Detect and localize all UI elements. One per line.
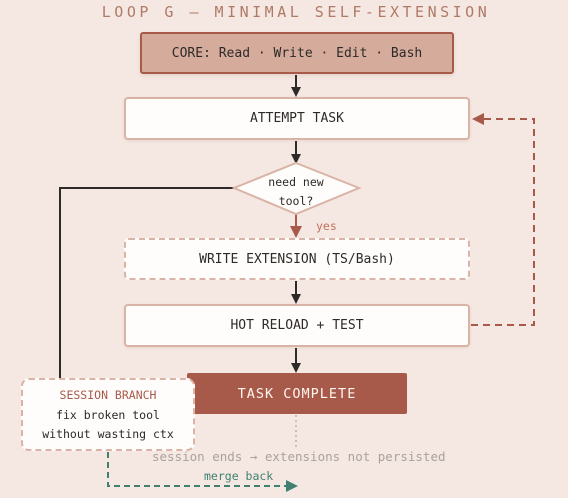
decision-label-line2: tool?: [278, 194, 314, 208]
decision-label: need new tool?: [255, 173, 337, 211]
core-node: CORE: Read · Write · Edit · Bash: [140, 32, 454, 74]
decision-label-line1: need new: [268, 175, 324, 189]
merge-back-label: merge back: [204, 469, 274, 483]
decision-diamond: [231, 161, 362, 216]
session-branch-node: SESSION BRANCH fix broken tool without w…: [21, 378, 195, 451]
session-branch-title: SESSION BRANCH: [59, 387, 157, 402]
edge-merge-back: [107, 452, 298, 492]
session-branch-line2: without wasting ctx: [42, 426, 174, 441]
yes-label: yes: [316, 219, 337, 233]
session-ends-label: session ends → extensions not persisted: [152, 449, 446, 464]
hot-reload-node: HOT RELOAD + TEST: [124, 304, 470, 347]
edge-retry-loop: [471, 113, 535, 326]
edge-decision-no: [59, 187, 236, 395]
write-extension-node: WRITE EXTENSION (TS/Bash): [124, 238, 470, 280]
session-branch-line1: fix broken tool: [56, 407, 160, 422]
task-complete-node: TASK COMPLETE: [187, 373, 407, 414]
attempt-task-node: ATTEMPT TASK: [124, 97, 470, 140]
diagram-title: LOOP G — MINIMAL SELF-EXTENSION: [101, 3, 491, 21]
